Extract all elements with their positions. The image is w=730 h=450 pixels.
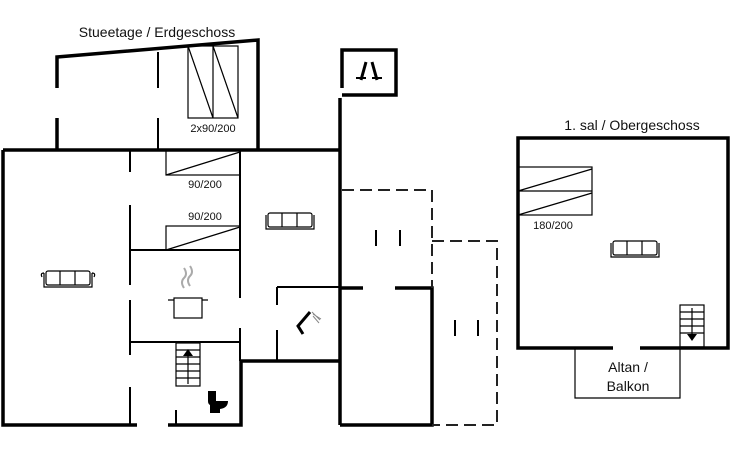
bed-label: 2x90/200 xyxy=(190,123,235,135)
bed-label: 90/200 xyxy=(188,211,222,223)
wine-icon xyxy=(356,61,382,81)
balcony-label-line2: Balkon xyxy=(607,378,650,394)
bed-2x90 xyxy=(187,45,239,119)
bed-90-b xyxy=(165,225,241,251)
dashed-outbuildings xyxy=(342,189,498,426)
kitchen-pot-icon xyxy=(168,265,208,319)
upper-floor-walls xyxy=(516,136,730,399)
bed-180 xyxy=(517,166,593,216)
bed-label: 180/200 xyxy=(533,220,573,232)
bed-label: 90/200 xyxy=(188,179,222,191)
stairs-icon xyxy=(679,304,705,348)
bed-90-a xyxy=(165,149,241,176)
sofa-icon xyxy=(265,212,315,230)
toilet-icon xyxy=(208,391,228,413)
sofa-icon xyxy=(610,240,660,258)
balcony-label-line1: Altan / xyxy=(608,359,648,375)
upper-floor-title: 1. sal / Obergeschoss xyxy=(564,117,699,133)
shower-icon xyxy=(296,311,322,335)
ground-floor-title: Stueetage / Erdgeschoss xyxy=(79,24,235,40)
ground-floor-walls xyxy=(1,38,434,427)
sofa-icon xyxy=(40,270,96,288)
stairs-icon xyxy=(175,342,201,387)
